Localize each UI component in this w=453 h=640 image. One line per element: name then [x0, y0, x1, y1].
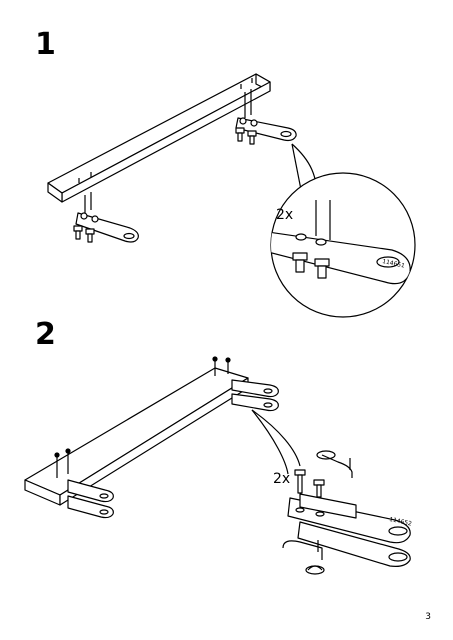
step-1-illustration [47, 73, 416, 318]
step-2-illustration [24, 356, 411, 575]
plank-2 [24, 356, 249, 506]
step-2-qty-label: 2x [273, 471, 291, 487]
bracket-front [73, 192, 139, 243]
zoom-detail-2 [282, 450, 411, 575]
plank-1 [47, 73, 271, 203]
bracket-front-2 [67, 479, 114, 519]
bracket-rear-2 [231, 379, 279, 412]
step-1-qty-label: 2x [276, 207, 294, 223]
step-2-number: 2 [35, 317, 56, 352]
page-number: 3 [425, 612, 431, 622]
bracket-rear [235, 89, 297, 145]
step-1-number: 1 [35, 27, 56, 62]
